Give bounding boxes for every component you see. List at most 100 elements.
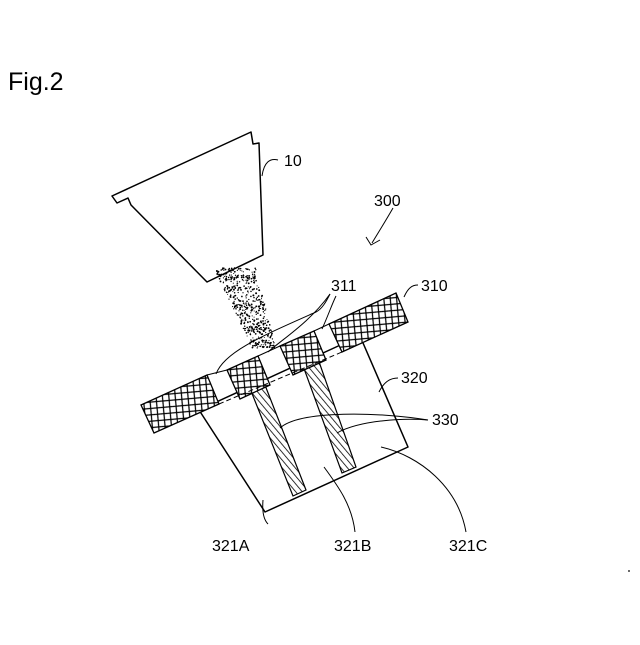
powder-particle	[254, 317, 255, 318]
leader-hopper	[262, 160, 278, 176]
powder-particle	[244, 313, 245, 314]
powder-particle	[235, 308, 237, 310]
powder-particle	[240, 321, 242, 323]
speck	[628, 570, 630, 572]
powder-particle	[252, 315, 253, 316]
powder-particle	[263, 316, 264, 317]
powder-particle	[233, 301, 234, 302]
powder-particle	[256, 318, 258, 320]
powder-particle	[233, 289, 235, 291]
powder-particle	[262, 346, 263, 347]
powder-particle	[232, 270, 234, 272]
powder-particle	[231, 276, 233, 278]
powder-particle	[252, 294, 254, 296]
powder-particle	[245, 307, 246, 308]
powder-particle	[262, 341, 264, 343]
powder-particle	[265, 344, 266, 345]
powder-particle	[267, 335, 269, 337]
powder-particle	[229, 270, 231, 272]
powder-particle	[239, 308, 241, 310]
powder-particle	[251, 278, 253, 280]
label-chamber-b: 321B	[334, 538, 371, 555]
powder-particle	[237, 281, 238, 282]
powder-particle	[268, 340, 269, 341]
powder-particle	[257, 297, 259, 299]
powder-particle	[238, 287, 239, 288]
powder-particle	[251, 304, 253, 306]
powder-particle	[249, 288, 250, 289]
powder-particle	[249, 318, 250, 319]
powder-particle	[228, 277, 229, 278]
powder-particle	[243, 274, 244, 275]
powder-particle	[247, 315, 249, 317]
powder-particle	[246, 332, 248, 334]
powder-particle	[230, 271, 231, 272]
powder-particle	[250, 325, 251, 326]
powder-particle	[230, 278, 232, 280]
powder-particle	[226, 285, 228, 287]
powder-particle	[259, 329, 260, 330]
powder-particle	[235, 285, 236, 286]
powder-particle	[260, 314, 261, 315]
powder-particle	[260, 321, 261, 322]
powder-particle	[262, 308, 264, 310]
powder-particle	[234, 305, 236, 307]
powder-particle	[226, 273, 228, 275]
powder-particle	[234, 267, 235, 268]
powder-particle	[243, 280, 244, 281]
powder-particle	[256, 314, 257, 315]
powder-particle	[225, 287, 226, 288]
powder-particle	[229, 274, 230, 275]
powder-particle	[264, 343, 265, 344]
powder-particle	[252, 345, 254, 347]
powder-particle	[255, 292, 257, 294]
label-chamber-a: 321A	[212, 538, 250, 555]
powder-particle	[265, 320, 266, 321]
powder-particle	[244, 304, 245, 305]
powder-particle	[248, 282, 250, 284]
powder-particle	[252, 277, 254, 279]
powder-particle	[254, 301, 255, 302]
powder-particle	[256, 299, 257, 300]
powder-particle	[265, 332, 266, 333]
powder-particle	[240, 300, 242, 302]
powder-particle	[250, 334, 251, 335]
powder-particle	[260, 303, 262, 305]
powder-particle	[254, 307, 255, 308]
powder-particle	[243, 328, 244, 329]
powder-particle	[269, 346, 271, 348]
powder-particle	[223, 274, 224, 275]
powder-particle	[234, 287, 236, 289]
powder-particle	[249, 269, 250, 270]
powder-particle	[259, 331, 261, 333]
powder-particle	[258, 295, 260, 297]
powder-particle	[261, 344, 262, 345]
powder-particle	[254, 271, 256, 273]
powder-particle	[247, 329, 249, 331]
powder-particle	[236, 313, 237, 314]
powder-particle	[232, 306, 233, 307]
powder-particle	[238, 292, 239, 293]
powder-particle	[250, 333, 251, 334]
powder-particle	[258, 341, 260, 343]
powder-particle	[254, 310, 255, 311]
powder-particle	[237, 297, 238, 298]
powder-particle	[227, 288, 228, 289]
powder-particle	[243, 277, 245, 279]
powder-particle	[273, 342, 274, 343]
powder-particle	[242, 310, 243, 311]
powder-particle	[235, 275, 236, 276]
powder-particle	[228, 279, 230, 281]
powder-particle	[245, 280, 246, 281]
powder-particle	[261, 329, 262, 330]
powder-particle	[223, 282, 224, 283]
powder-particle	[252, 275, 253, 276]
powder-particle	[240, 268, 241, 269]
powder-particle	[249, 321, 251, 323]
powder-particle	[249, 277, 251, 279]
powder-particle	[250, 312, 251, 313]
powder-particle	[245, 328, 246, 329]
powder-particle	[252, 347, 254, 349]
opening-edge	[314, 324, 329, 331]
